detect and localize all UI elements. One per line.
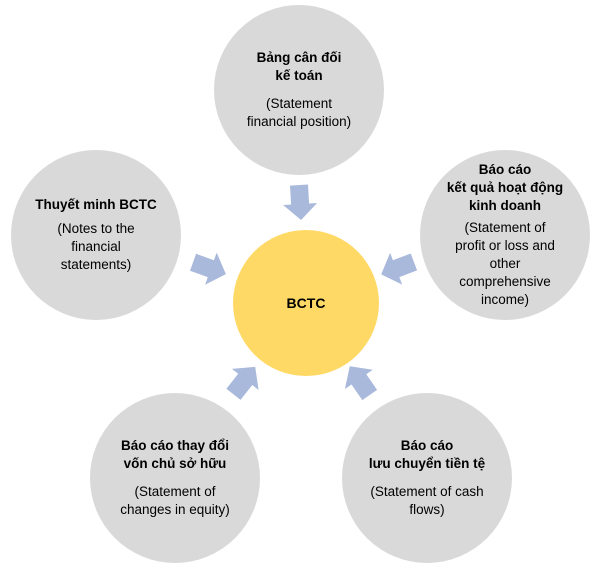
node-income-statement: Báo cáo kết quả hoạt động kinh doanh (St… — [420, 150, 590, 320]
node-equity-changes: Báo cáo thay đổi vốn chủ sở hữu (Stateme… — [90, 393, 260, 563]
subtitle-line: income) — [480, 292, 529, 307]
node-notes: Thuyết minh BCTC (Notes to the financial… — [11, 150, 181, 320]
node-center-bctc: BCTC — [233, 230, 379, 376]
title-line: kế toán — [275, 68, 323, 83]
title-line: kinh doanh — [469, 198, 541, 213]
title-line: lưu chuyển tiền tệ — [368, 456, 486, 471]
title-line: Báo cáo — [400, 438, 454, 453]
subtitle-line: comprehensive — [459, 274, 551, 289]
subtitle-line: changes in equity) — [120, 502, 230, 517]
node-notes-title: Thuyết minh BCTC — [35, 196, 157, 214]
arrow-from-bottom-left — [226, 366, 259, 400]
title-line: kết quả hoạt động — [446, 180, 564, 195]
title-line: Báo cáo thay đổi — [120, 438, 230, 453]
title-line: vốn chủ sở hữu — [123, 456, 227, 471]
node-notes-subtitle: (Notes to the financial statements) — [57, 220, 134, 274]
node-equity-changes-title: Báo cáo thay đổi vốn chủ sở hữu — [121, 437, 229, 473]
node-balance-sheet-title: Bảng cân đối kế toán — [257, 49, 342, 85]
arrow-from-right — [381, 252, 418, 285]
subtitle-line: statements) — [60, 257, 132, 272]
title-line: Thuyết minh BCTC — [35, 197, 157, 212]
node-cash-flow-title: Báo cáo lưu chuyển tiền tệ — [369, 437, 485, 473]
arrow-from-bottom-right — [344, 366, 378, 401]
subtitle-line: (Statement of — [464, 220, 546, 235]
subtitle-line: (Statement of — [134, 484, 216, 499]
subtitle-line: other — [489, 256, 521, 271]
arrow-from-left — [190, 252, 226, 285]
node-cash-flow-subtitle: (Statement of cash flows) — [370, 483, 483, 519]
subtitle-line: financial — [71, 239, 121, 254]
node-income-statement-title: Báo cáo kết quả hoạt động kinh doanh — [447, 161, 563, 215]
center-title: BCTC — [286, 295, 326, 311]
node-equity-changes-subtitle: (Statement of changes in equity) — [120, 483, 230, 519]
title-line: Báo cáo — [478, 162, 532, 177]
subtitle-line: (Notes to the — [57, 221, 135, 236]
node-balance-sheet: Bảng cân đối kế toán (Statement financia… — [214, 5, 384, 175]
subtitle-line: profit or loss and — [455, 238, 555, 253]
subtitle-line: financial position) — [246, 114, 352, 129]
arrow-from-top — [283, 184, 318, 220]
title-line: Bảng cân đối — [256, 50, 342, 65]
node-income-statement-subtitle: (Statement of profit or loss and other c… — [455, 219, 555, 309]
subtitle-line: flows) — [409, 502, 445, 517]
node-cash-flow: Báo cáo lưu chuyển tiền tệ (Statement of… — [342, 393, 512, 563]
subtitle-line: (Statement of cash — [370, 484, 484, 499]
subtitle-line: (Statement — [265, 96, 333, 111]
node-balance-sheet-subtitle: (Statement financial position) — [247, 95, 351, 131]
